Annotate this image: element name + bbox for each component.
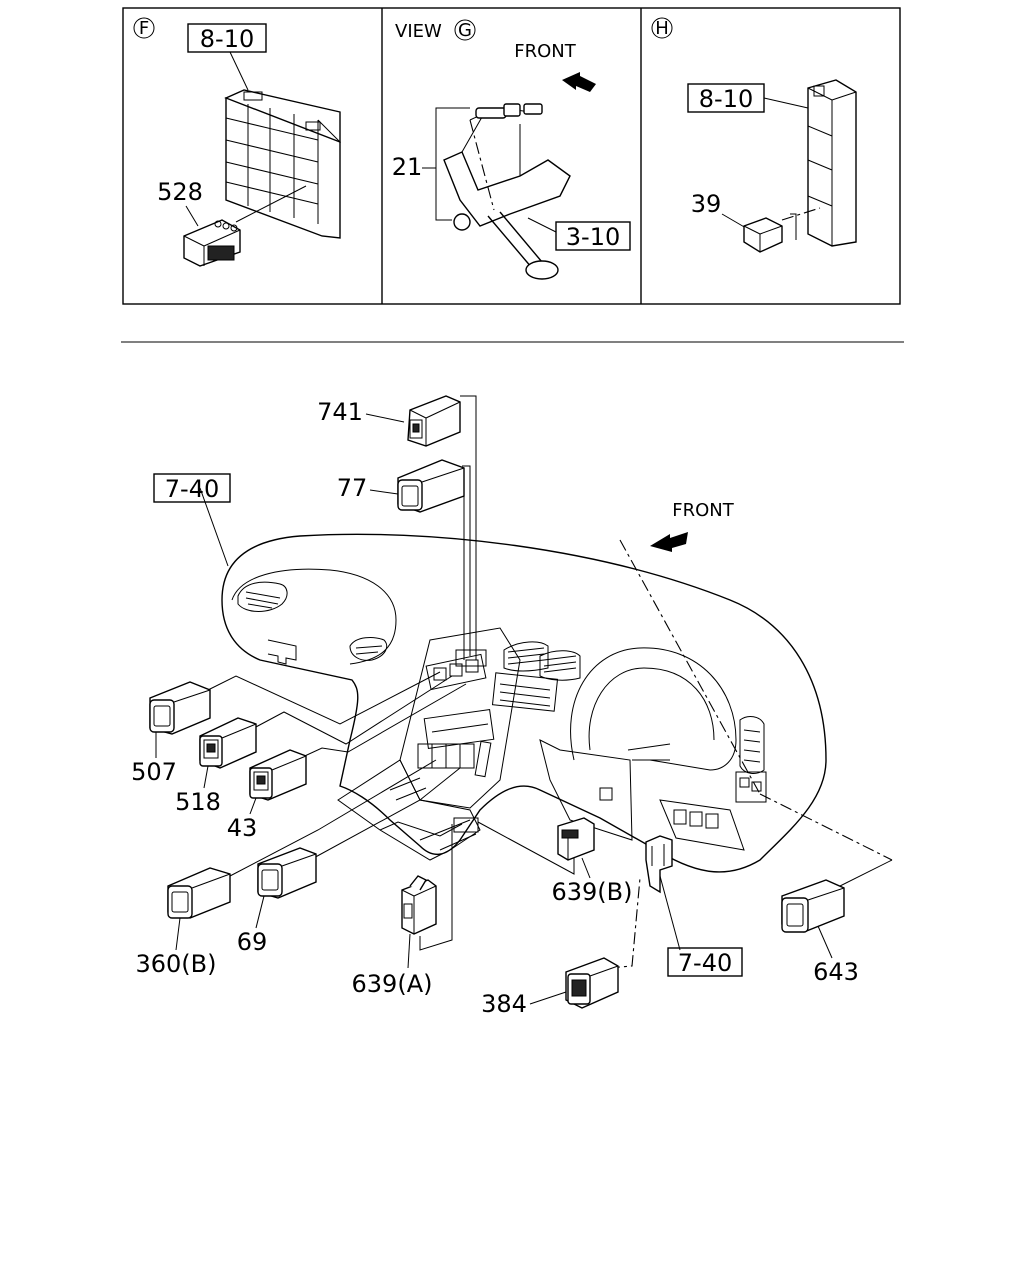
main-ref-label-1: 7-40 (165, 475, 219, 503)
callout-518: 518 (175, 788, 221, 816)
relay-39 (743, 217, 783, 253)
callout-528: 528 (157, 178, 203, 206)
callout-639b: 639(B) (552, 878, 633, 906)
callout-643: 643 (813, 958, 859, 986)
switch-384 (565, 957, 619, 1009)
switch-69 (257, 847, 317, 899)
panel-h-marker: H (655, 18, 669, 39)
switch-741 (407, 395, 461, 447)
brake-switch-bracket (443, 103, 571, 280)
switch-518 (199, 717, 257, 769)
panel-f-marker: F (139, 18, 149, 39)
callout-639a: 639(A) (352, 970, 433, 998)
detail-panels-frame (122, 7, 901, 305)
instrument-panel (221, 533, 827, 873)
panel-f: F 8-10 528 (133, 17, 341, 267)
panel-f-ref-label: 8-10 (200, 25, 254, 53)
panel-f-ref-box (187, 23, 267, 53)
callout-741: 741 (317, 398, 363, 426)
callout-507: 507 (131, 758, 177, 786)
callout-43: 43 (227, 814, 258, 842)
main-ref-label-2: 7-40 (678, 949, 732, 977)
main-ref-box-2 (667, 947, 743, 977)
leader-lines (199, 395, 893, 969)
switch-360b (167, 867, 231, 919)
panel-h: H 8-10 39 (651, 17, 857, 253)
callout-69: 69 (237, 928, 268, 956)
switch-507 (149, 681, 211, 735)
switch-77 (397, 459, 465, 513)
callout-384: 384 (481, 990, 527, 1018)
panel-g-marker: G (458, 20, 472, 41)
main-ref-box-1 (153, 473, 231, 503)
callout-360b: 360(B) (136, 950, 217, 978)
bracket-7-40 (645, 835, 681, 951)
relay-block (224, 89, 341, 239)
switch-43 (249, 749, 307, 801)
main-front-label: FRONT (672, 500, 734, 521)
callout-21: 21 (392, 153, 423, 181)
panel-g-view-label: VIEW (395, 21, 442, 42)
main-front-arrow-icon (650, 532, 688, 552)
switch-639b (557, 817, 595, 861)
callout-39: 39 (691, 190, 722, 218)
front-arrow-icon (562, 72, 596, 92)
callout-77: 77 (337, 474, 368, 502)
switch-639a (401, 875, 437, 935)
relay-528 (183, 219, 241, 267)
panel-g: VIEW G FRONT 21 3-10 (392, 19, 631, 280)
switch-643 (781, 879, 845, 933)
panel-g-front-label: FRONT (514, 41, 576, 62)
panel-g-ref-label: 3-10 (566, 223, 620, 251)
panel-g-ref-box (555, 221, 631, 251)
junction-block (807, 79, 857, 247)
panel-h-ref-label: 8-10 (699, 85, 753, 113)
